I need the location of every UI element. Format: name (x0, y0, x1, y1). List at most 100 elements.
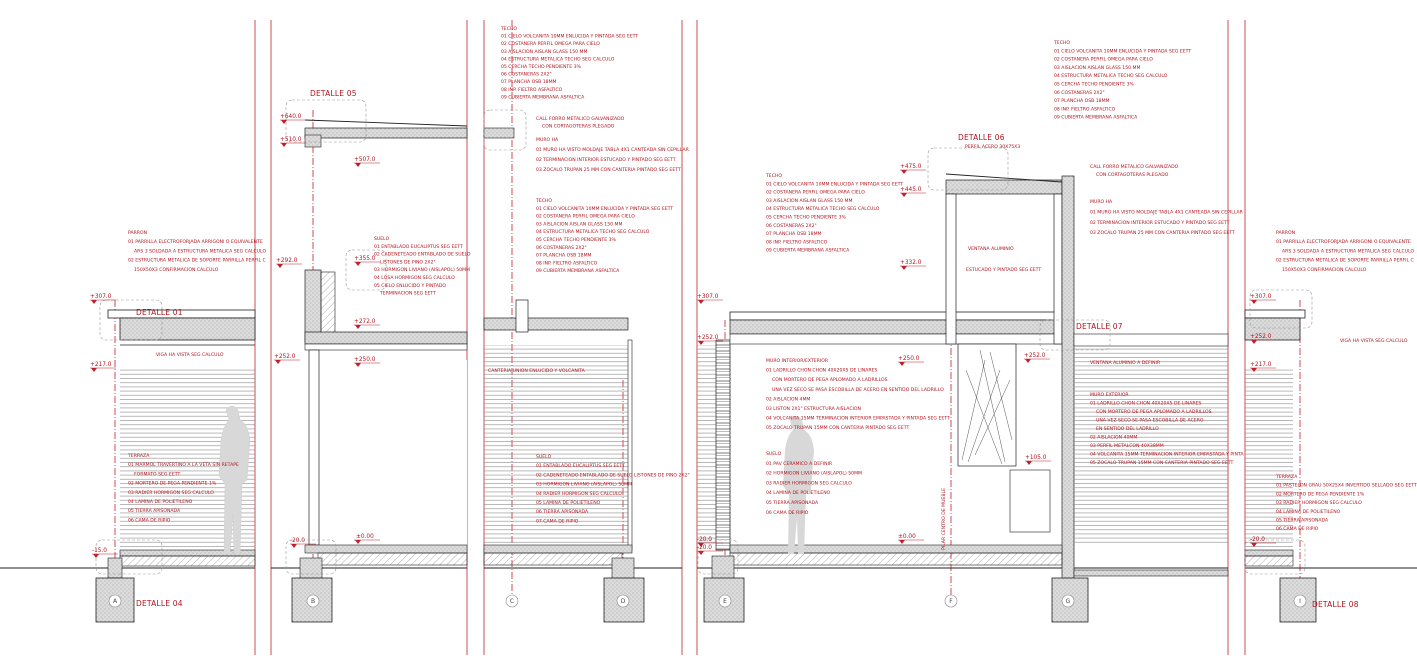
note-line: 150X50X3 CONFIRMACION CALCULO (134, 267, 219, 273)
level-marker (355, 262, 361, 266)
detail-title: DETALLE 04 (136, 599, 183, 608)
axis-bubble (1293, 594, 1307, 608)
note-line: LISTONES DE PINO 2X2" (380, 259, 436, 265)
panel-section-b (285, 99, 468, 623)
note-line: 06 COSTANERAS 2X2" (501, 72, 552, 78)
note-line: 01 PARRILLA ELECTROFORJADA ARRIGONI O EQ… (1276, 239, 1411, 245)
note-line: 07 PLANCHA OSB 18MM (1054, 98, 1110, 104)
level-marker (901, 193, 907, 197)
axis-label: I (1299, 598, 1301, 605)
note-line: SUELO (536, 454, 552, 460)
level-marker (355, 163, 361, 167)
note-line: 02 COSTANERA PERFIL OMEGA PARA CIELO (1054, 57, 1153, 63)
note-line: 03 ZOCALO TRUPAN 25 MM CON CANTERIA PINT… (1090, 230, 1235, 236)
note-line: EN SENTIDO DEL LADRILLO (1096, 426, 1159, 432)
level-label: +252.0 (1250, 334, 1272, 340)
axis-bubble (944, 594, 958, 608)
level-marker (698, 300, 704, 304)
level-label: +105.0 (1025, 455, 1047, 461)
level-label: +250.0 (898, 356, 920, 362)
note-line: 06 COSTANERAS 2X2" (766, 223, 817, 229)
note-line: 03 AISLACION AISLAN GLASS 150 MM (1054, 65, 1140, 71)
note-parron2: PARRON 01 PARRILLA ELECTROFORJADA ARRIGON… (1276, 230, 1415, 273)
level-marker (281, 143, 287, 147)
level-marker (901, 266, 907, 270)
note-line: 04 ESTRUCTURA METALICA TECHO SEG CALCULO (1054, 73, 1168, 79)
level-label: +217.0 (90, 362, 112, 368)
note-line: 01 CIELO VOLCANITA 10MM ENLUCIDA Y PINTA… (1054, 48, 1191, 54)
note-line: 06 TIERRA APISONADA (536, 509, 589, 515)
detail-title: DETALLE 01 (136, 308, 183, 317)
note-line: 03 RADIER HORMIGON SEG CALCULO (766, 480, 852, 486)
note-line: SUELO (374, 236, 390, 242)
level-markers (90, 119, 1276, 558)
axis-label: C (510, 598, 514, 605)
axis-bubble (718, 594, 732, 608)
note-line: VIGA HA VISTA SEG CALCULO (156, 352, 224, 358)
axis-bubbles (108, 594, 1307, 608)
note-line: 07 PLANCHA OSB 18MM (766, 231, 822, 237)
note-line: 05 TIERRA APISONADA (1276, 518, 1329, 524)
level-label: +250.0 (354, 357, 376, 363)
level-label: +332.0 (900, 260, 922, 266)
note-line: 08 INP. FIELTRO ASFALTICO (1054, 106, 1116, 112)
note-line: CON CORTAGOTERAS PLEGADO (542, 124, 615, 130)
level-label: +252.0 (1024, 353, 1046, 359)
note-line: SUELO (766, 451, 782, 457)
note-line: 04 ESTRUCTURA METALICA TECHO SEG CALCULO (766, 206, 880, 212)
note-line: UNA VEZ SECO SE PASA ESCOBILLA DE ACERO … (772, 387, 944, 393)
note-line: 04 ESTRUCTURA METALICA TECHO SEG CALCULO (536, 229, 650, 235)
note-line: CON MORTERO DE PEGA APLOMADO A LADRILLOS (1096, 409, 1212, 415)
note-viga2: VIGA HA VISTA SEG CALCULO (1340, 338, 1408, 344)
note-line: 02 TERMINACION INTERIOR ESTUCADO Y PINTA… (1090, 220, 1230, 226)
level-marker (698, 551, 704, 555)
note-line: TECHO (765, 173, 782, 179)
note-canteria: CANTERIA UNION ENLUCIDO Y VOLCANITA (488, 368, 586, 374)
level-marker (698, 341, 704, 345)
level-label: +475.0 (900, 164, 922, 170)
note-line: 08 INP. FIELTRO ASFALTICO (501, 87, 563, 93)
note-line: 04 VOLCANITA 15MM TERMINACION INTERIOR E… (1090, 452, 1244, 458)
note-line: PERFIL ACERO 30X75X3 (965, 144, 1020, 150)
panel-section-cd (483, 127, 645, 623)
note-line: 03 HORMIGON LIVIANO (AISLAPOL) 50MM (374, 267, 470, 273)
axis-label: B (311, 598, 315, 605)
note-pilar: PILAR CENTRO DE MUEBLE (941, 488, 947, 550)
level-label: -20.0 (697, 545, 712, 551)
level-label: +272.0 (354, 319, 376, 325)
note-line: 02 AISLACION 40MM (1090, 435, 1137, 441)
note-line: 04 LAMINA DE POLIETILENO (1276, 509, 1341, 515)
note-line: 05 ZOCALO TRUPAN 15MM CON CANTERIA PINTA… (766, 425, 909, 431)
note-techo2: TECHO 01 CIELO VOLCANITA 10MM ENLUCIDA Y … (535, 198, 673, 274)
level-marker (899, 362, 905, 366)
note-line: 01 CIELO VOLCANITA 10MM ENLUCIDA Y PINTA… (536, 206, 673, 212)
axis-label: D (621, 598, 626, 605)
note-line: 03 PERFIL METALCON 40X38MM (1090, 443, 1164, 449)
level-marker (355, 540, 361, 544)
note-line: VIGA HA VISTA SEG CALCULO (1340, 338, 1408, 344)
note-line: 04 ESTRUCTURA METALICA TECHO SEG CALCULO (501, 56, 615, 62)
note-line: 02 AISLACION 4MM (766, 396, 810, 402)
note-line: 05 CERCHA TECHO PENDIENTE 3% (766, 215, 847, 221)
note-line: ESTUCADO Y PINTADO SEG EETT (966, 267, 1041, 273)
note-line: 09 CUBIERTA MEMBRANA ASFALTICA (766, 248, 850, 254)
note-ventana1: VENTANA ALUMINIO (968, 246, 1014, 252)
note-line: TECHO (535, 198, 552, 204)
axis-bubble (505, 594, 519, 608)
level-label: ±0.00 (356, 534, 374, 540)
note-line: 03 ZOCALO TRUPAN 25 MM CON CANTERIA PINT… (536, 167, 681, 173)
level-labels: +640.0 +510.0 +507.0 +355.0 +292.0 +272.… (90, 114, 1272, 554)
note-line: 04 LOSA HORMIGON SEG CALCULO (374, 275, 455, 281)
note-line: 07 CAMA DE RIPIO (536, 518, 579, 524)
note-line: PARRON (1276, 230, 1295, 236)
